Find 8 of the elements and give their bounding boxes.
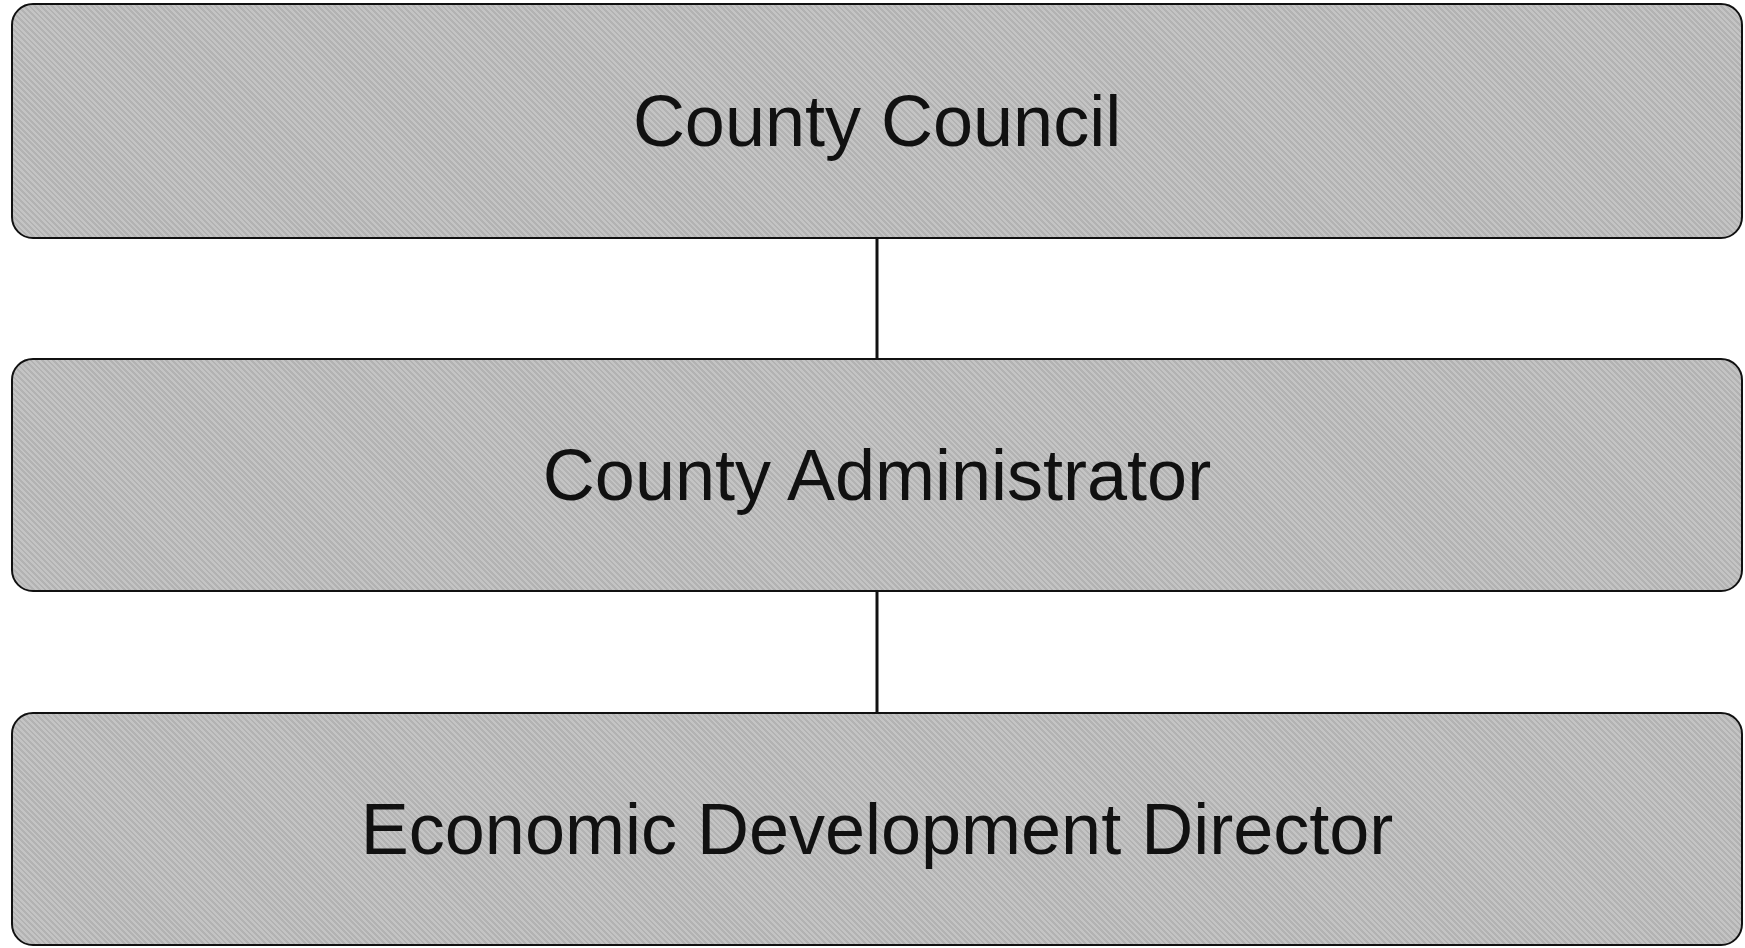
box-label: County Administrator <box>542 434 1212 516</box>
org-box <box>11 358 1743 592</box>
org-box <box>11 712 1743 946</box>
org-box <box>11 3 1743 239</box>
box-label: Economic Development Director <box>360 788 1394 870</box>
connector-line <box>875 239 879 358</box>
box-label: County Council <box>632 80 1122 162</box>
connector-line <box>875 592 879 712</box>
